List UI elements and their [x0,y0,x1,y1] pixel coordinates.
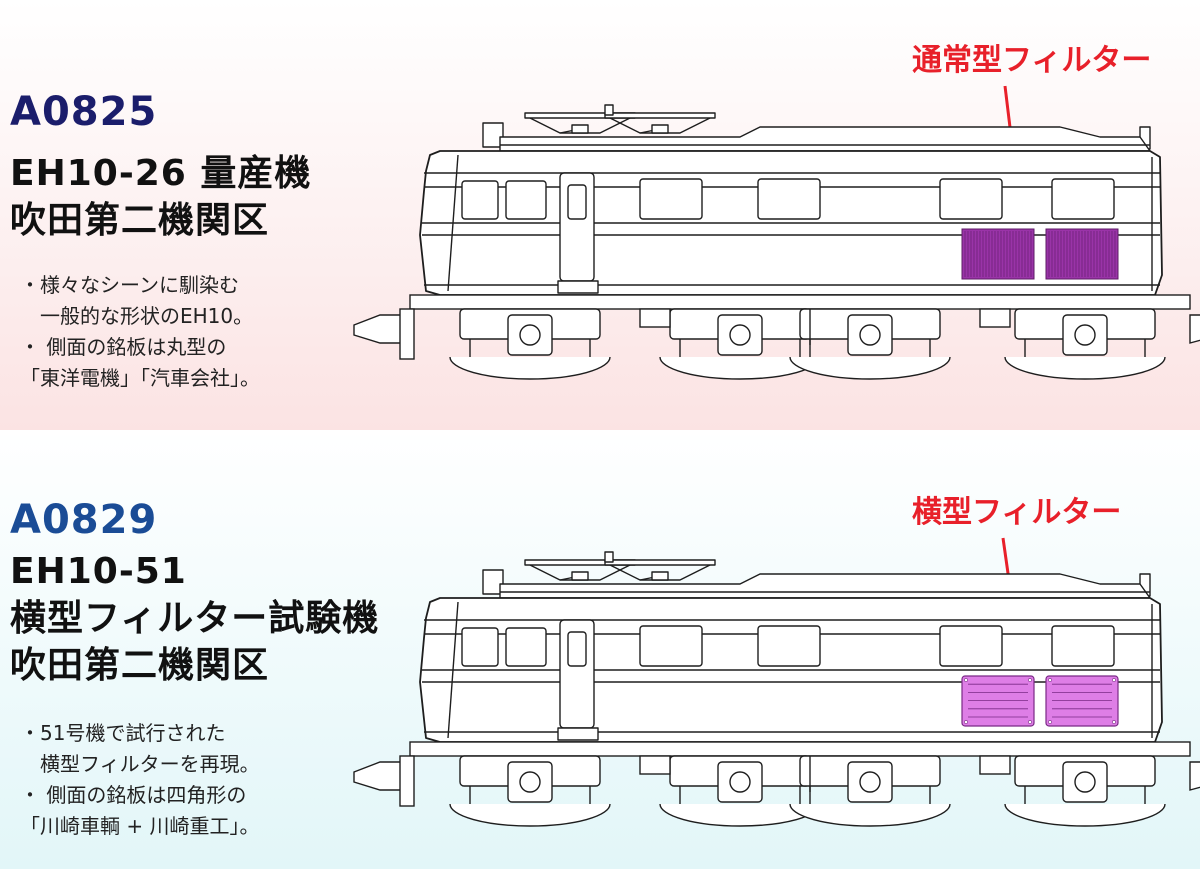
pantograph-collector [604,112,716,119]
roof-mast [604,104,614,116]
bottom-product-panel: A0829 EH10-51 横型フィルター試験機 吹田第二機関区 ・51号機で試… [0,430,1200,869]
side-window [757,625,821,667]
desc-line: ・ 側面の銘板は四角形の [20,783,247,807]
roof-mast [604,551,614,563]
filter-rivet [1048,720,1052,724]
door-step [557,280,599,294]
filter-rivet [1028,720,1032,724]
filter-group [961,228,1119,280]
roof-hood [499,126,1151,152]
desc-line: 「東洋電機」「汽車会社」。 [20,366,260,390]
product-title: EH10-26 量産機 吹田第二機関区 [10,150,311,244]
side-window [939,178,1003,220]
top-product-panel: A0825 EH10-26 量産機 吹田第二機関区 ・様々なシーンに馴染む 一般… [0,0,1200,430]
wheel [449,803,611,827]
product-code: A0829 [10,497,158,543]
axle-hub [859,324,881,346]
axle-hub [519,324,541,346]
product-code: A0825 [10,89,158,135]
product-title: EH10-51 横型フィルター試験機 吹田第二機関区 [10,548,379,689]
cab-line [447,601,459,739]
filter-rivet [964,720,968,724]
wheel [449,356,611,380]
wheel [789,356,951,380]
coupler-right [1189,761,1200,791]
filter-rivet [964,678,968,682]
desc-line: 一般的な形状のEH10。 [20,304,254,328]
wheel [789,803,951,827]
desc-line: 「川崎車輌 + 川崎重工」。 [20,814,260,838]
pantograph-base [651,571,669,581]
title-line: EH10-51 [10,551,187,592]
product-description: ・様々なシーンに馴染む 一般的な形状のEH10。 ・ 側面の銘板は丸型の 「東洋… [20,270,260,394]
filter-rivet [1112,720,1116,724]
side-window [639,178,703,220]
product-description: ・51号機で試行された 横型フィルターを再現。 ・ 側面の銘板は四角形の 「川崎… [20,718,260,842]
title-line: 吹田第二機関区 [10,645,270,686]
pantograph-collector [604,559,716,566]
title-line: 吹田第二機関区 [10,200,270,241]
locomotive-diagram [353,104,1200,380]
cab-window [505,180,547,220]
filter-callout-label: 通常型フィルター [912,43,1152,78]
center-equipment [639,308,671,328]
exhaust-vent [482,569,504,595]
axle-hub [729,324,751,346]
axle-hub [729,771,751,793]
center-equipment [979,755,1011,775]
pantograph-base [651,124,669,134]
axle-hub [1074,771,1096,793]
filter-rivet [1048,678,1052,682]
center-equipment [979,308,1011,328]
side-window [939,625,1003,667]
cab-window [505,627,547,667]
frame-beam [409,741,1191,757]
center-equipment [639,755,671,775]
filter-group [961,675,1119,727]
axle-hub [1074,324,1096,346]
side-window [639,625,703,667]
end-beam [399,755,415,807]
door-window [567,631,587,667]
underframe [353,294,1200,380]
frame-beam [409,294,1191,310]
coupler-right [1189,314,1200,344]
cab-window [461,627,499,667]
filter-callout-label: 横型フィルター [912,495,1122,530]
door-window [567,184,587,220]
locomotive-diagram [353,551,1200,827]
title-line: 横型フィルター試験機 [10,598,380,639]
axle-hub [859,771,881,793]
side-window [1051,178,1115,220]
end-beam [399,308,415,360]
axle-hub [519,771,541,793]
cab-window [461,180,499,220]
side-window [1051,625,1115,667]
door-step [557,727,599,741]
roof-hood [499,573,1151,599]
side-window [757,178,821,220]
desc-line: ・ 側面の銘板は丸型の [20,335,227,359]
filter-rivet [1028,678,1032,682]
wheel [1004,803,1166,827]
exhaust-vent [482,122,504,148]
desc-line: ・様々なシーンに馴染む [20,273,239,297]
desc-line: ・51号機で試行された [20,721,226,745]
desc-line: 横型フィルターを再現。 [20,752,260,776]
filter-rivet [1112,678,1116,682]
underframe [353,741,1200,827]
pantograph-base [571,571,589,581]
cab-line [447,154,459,292]
wheel [1004,356,1166,380]
title-line: EH10-26 量産機 [10,153,312,194]
pantograph-base [571,124,589,134]
